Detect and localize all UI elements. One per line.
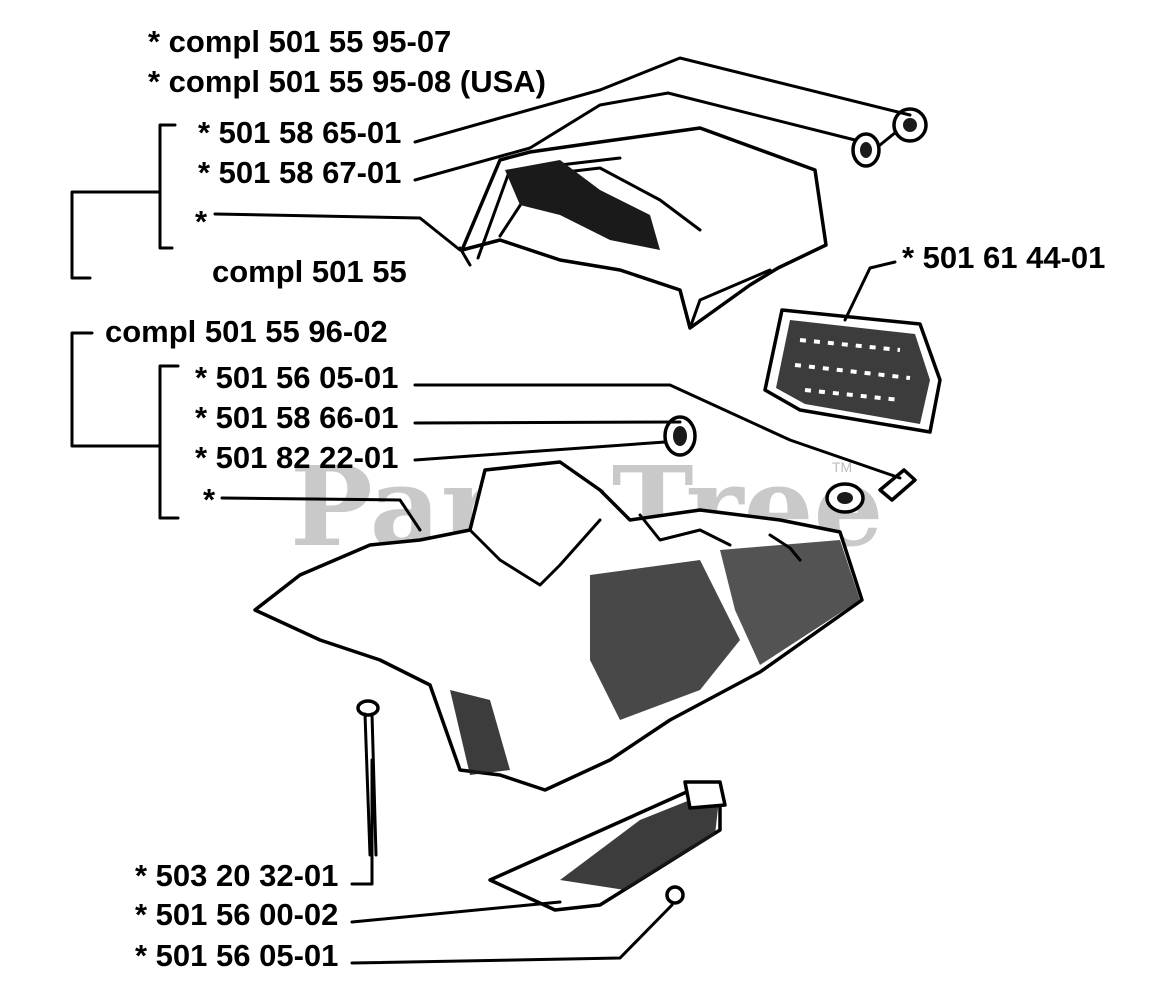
label-501-82-22-01: * 501 82 22-01 <box>195 440 398 475</box>
lower-housing-part <box>253 460 864 792</box>
top-nut-part <box>851 107 928 168</box>
label-501-56-00-02: * 501 56 00-02 <box>135 897 338 932</box>
label-compl-501-55-95-08-usa: * compl 501 55 95-08 (USA) <box>148 64 546 99</box>
label-501-58-67-01: * 501 58 67-01 <box>198 155 401 190</box>
long-screw-part <box>356 699 380 857</box>
label-top-star: * <box>195 204 208 239</box>
air-filter-part <box>763 308 942 434</box>
grommet-part <box>663 415 697 457</box>
label-501-56-05-01-bottom: * 501 56 05-01 <box>135 938 338 973</box>
bottom-plate-part <box>488 780 727 912</box>
label-503-20-32-01: * 503 20 32-01 <box>135 858 338 893</box>
label-501-61-44-01: * 501 61 44-01 <box>902 240 1105 275</box>
label-501-58-65-01: * 501 58 65-01 <box>198 115 401 150</box>
label-compl-501-55-96-02: compl 501 55 96-02 <box>105 314 388 349</box>
label-compl-501-55-95-07: * compl 501 55 95-07 <box>148 24 451 59</box>
label-mid-star: * <box>203 482 216 517</box>
label-compl-501-55: compl 501 55 <box>212 254 407 289</box>
label-501-56-05-01-mid: * 501 56 05-01 <box>195 360 398 395</box>
top-cover-part <box>458 126 828 330</box>
leader-lines <box>70 56 912 965</box>
watermark-trademark: TM <box>832 459 852 475</box>
label-501-58-66-01: * 501 58 66-01 <box>195 400 398 435</box>
